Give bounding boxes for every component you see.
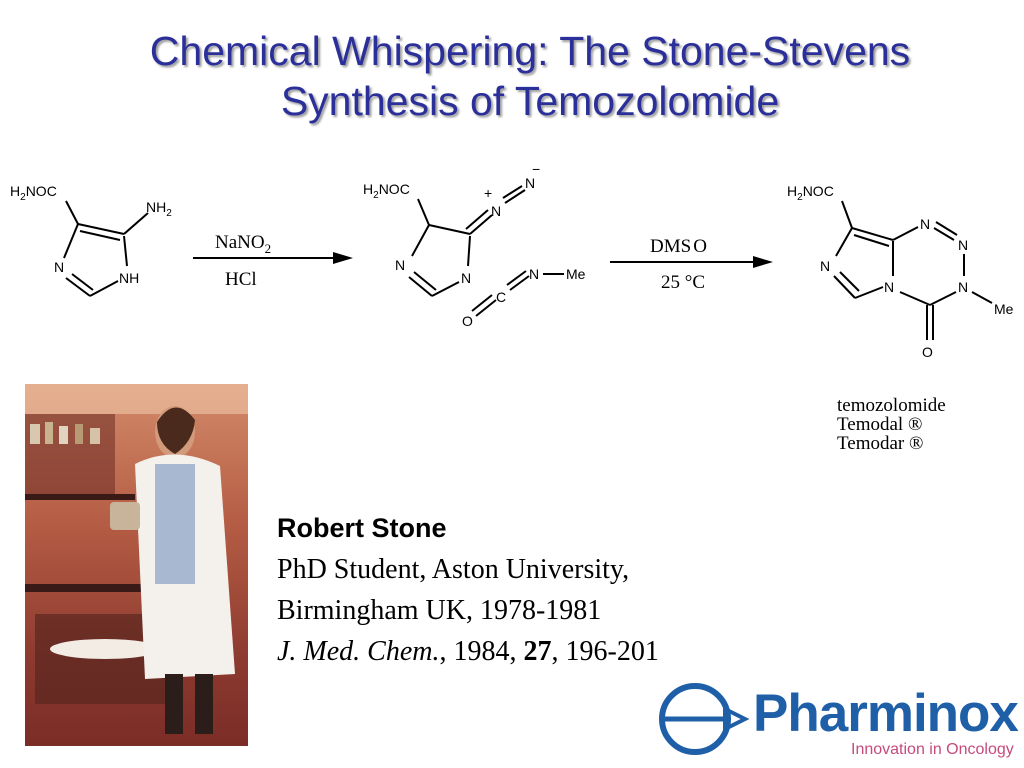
bond: [504, 189, 526, 204]
bond: [123, 212, 149, 235]
bond: [892, 226, 919, 241]
bond: [65, 200, 79, 225]
bond: [833, 275, 856, 299]
bond: [123, 235, 128, 267]
tetrazine-n1: N: [920, 216, 930, 232]
credit-reference: J. Med. Chem., 1984, 27, 196-201: [277, 631, 659, 672]
isocyanate-o: O: [462, 313, 473, 329]
bond: [853, 234, 890, 247]
amide-label-1: H2NOC: [10, 183, 57, 203]
bond: [79, 230, 121, 241]
bond: [839, 271, 860, 292]
journal-name: J. Med. Chem.: [277, 636, 440, 667]
reaction-arrow-1: NaNO2 HCl: [193, 232, 353, 290]
bond: [935, 221, 958, 236]
plus-charge: +: [484, 185, 492, 201]
isocyanate-c: C: [496, 289, 506, 305]
reference-year: , 1984,: [439, 636, 524, 667]
credit-position: PhD Student, Aston University,: [277, 554, 630, 585]
bond: [929, 291, 957, 306]
reagent-hcl: HCl: [225, 269, 257, 290]
title-line-1: Chemical Whispering: The Stone-Stevens: [149, 28, 911, 74]
reagent-temp: 25 °C: [661, 272, 705, 293]
bond: [408, 276, 433, 297]
logo-tagline: Innovation in Oncology: [851, 741, 1014, 758]
minus-charge: −: [532, 161, 540, 177]
bond: [89, 280, 119, 297]
credit-name: Robert Stone: [277, 513, 447, 543]
photo-illustration: [25, 384, 248, 734]
lab-photo: [25, 384, 248, 746]
bond: [971, 291, 993, 304]
starting-material: H2NOC NH2 N NH: [10, 183, 172, 297]
bond: [411, 224, 430, 257]
arrow-head: [333, 252, 353, 264]
product-name-generic: temozolomide: [837, 395, 946, 416]
tetrazine-n3: N: [958, 279, 968, 295]
ring-n-label-4: N: [820, 258, 830, 274]
bond: [502, 185, 523, 199]
bridge-n: N: [884, 279, 894, 295]
bond: [854, 286, 884, 299]
slide-title: Chemical Whispering: The Stone-Stevens S…: [60, 26, 1000, 126]
tetrazine-n2: N: [958, 237, 968, 253]
methyl-label-1: Me: [566, 266, 586, 282]
bond: [851, 227, 894, 241]
bond: [77, 223, 125, 235]
reaction-scheme: H2NOC NH2 N NH NaNO2 HCl H2NOC + N N − N: [10, 161, 1014, 360]
bond: [469, 214, 493, 235]
product-names: temozolomide Temodal ® Temodar ®: [837, 396, 946, 453]
bond: [841, 200, 853, 229]
isocyanate-n: N: [529, 266, 539, 282]
ring-n-label: N: [54, 259, 64, 275]
amino-label: NH2: [146, 199, 172, 219]
diazo-n1: N: [491, 203, 501, 219]
amide-label-3: H2NOC: [787, 183, 834, 203]
amide-label-2: H2NOC: [363, 181, 410, 201]
bond: [413, 271, 437, 291]
bond: [465, 209, 489, 230]
ring-n-label-2: N: [395, 257, 405, 273]
product-name-temodal: Temodal ®: [837, 414, 923, 435]
credit-block: Robert Stone PhD Student, Aston Universi…: [277, 508, 659, 672]
bond: [475, 299, 497, 317]
intermediate: H2NOC + N N − N N O C N Me: [363, 161, 586, 329]
reagent-nano2: NaNO2: [215, 232, 271, 256]
bond: [835, 227, 853, 257]
bond: [509, 275, 530, 291]
diazo-n2: N: [525, 175, 535, 191]
credit-location: Birmingham UK, 1978-1981: [277, 595, 602, 626]
reference-pages: , 196-201: [551, 636, 659, 667]
pharminox-logo: Pharminox Innovation in Oncology: [655, 683, 1019, 763]
ring-n-label-3: N: [461, 270, 471, 286]
reference-volume: 27: [523, 636, 552, 667]
logo-wordmark: Pharminox: [753, 684, 1019, 743]
title-line-2: Synthesis of Temozolomide: [280, 78, 780, 124]
bond: [417, 198, 430, 226]
product-name-temodar: Temodar ®: [837, 433, 924, 454]
bond: [467, 235, 471, 267]
arrow-head: [753, 256, 773, 268]
bond: [933, 227, 955, 241]
bond: [471, 294, 493, 312]
bond: [506, 270, 527, 286]
methyl-label-2: Me: [994, 301, 1014, 317]
bond: [899, 291, 931, 306]
ring-nh-label: NH: [119, 270, 139, 286]
bond: [71, 273, 94, 291]
bond: [65, 277, 91, 297]
carbonyl-o: O: [922, 344, 933, 360]
bond: [63, 223, 79, 259]
bond: [431, 281, 460, 297]
logo-mark-icon: [659, 683, 750, 755]
product-temozolomide: H2NOC N N N N N Me O: [787, 183, 1014, 360]
bond: [428, 224, 471, 235]
